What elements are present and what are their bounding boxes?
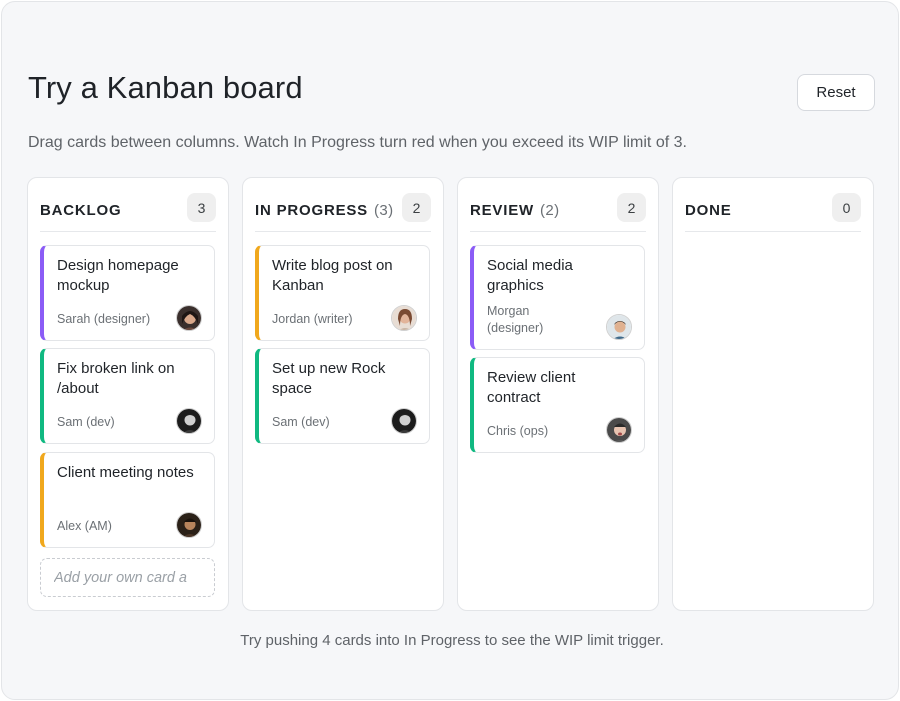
column-title: IN PROGRESS: [255, 202, 368, 219]
card-title: Set up new Rock space: [272, 360, 386, 397]
column-header: REVIEW (2) 2: [470, 190, 646, 232]
avatar-man-icon: [176, 512, 202, 538]
card-owner: Sarah (designer): [57, 312, 151, 326]
avatar-man-icon: [391, 408, 417, 434]
column-done[interactable]: DONE 0: [672, 177, 874, 611]
column-header: IN PROGRESS (3) 2: [255, 190, 431, 232]
page-title: Try a Kanban board: [28, 70, 303, 105]
kanban-card[interactable]: Design homepage mockup Sarah (designer): [40, 245, 215, 341]
add-card-input[interactable]: [40, 558, 215, 597]
card-title: Fix broken link on /about: [57, 360, 175, 397]
kanban-card[interactable]: Write blog post on Kanban Jordan (writer…: [255, 245, 430, 341]
column-title: DONE: [685, 202, 732, 219]
card-title: Client meeting notes: [57, 464, 194, 481]
card-owner: Alex (AM): [57, 519, 112, 533]
column-header: BACKLOG 3: [40, 190, 216, 232]
column-wip-limit: (3): [374, 202, 394, 219]
card-owner: Sam (dev): [57, 415, 115, 429]
kanban-card[interactable]: Social media graphics Morgan (designer): [470, 245, 645, 350]
avatar-woman-icon: [391, 305, 417, 331]
card-title: Social media graphics: [487, 257, 573, 294]
card-owner: Sam (dev): [272, 415, 330, 429]
footer-hint: Try pushing 4 cards into In Progress to …: [240, 632, 664, 649]
avatar-man-icon: [606, 417, 632, 443]
card-owner: Jordan (writer): [272, 312, 353, 326]
column-count-badge: 2: [402, 193, 431, 222]
card-owner: Chris (ops): [487, 424, 549, 438]
column-header: DONE 0: [685, 190, 861, 232]
card-title: Write blog post on Kanban: [272, 257, 393, 294]
reset-button[interactable]: Reset: [797, 74, 875, 111]
avatar-man-icon: [606, 314, 632, 340]
column-backlog[interactable]: BACKLOG 3 Design homepage mockup Sarah (…: [27, 177, 229, 611]
column-wip-limit: (2): [539, 202, 560, 219]
column-title: REVIEW: [470, 202, 534, 219]
card-title: Design homepage mockup: [57, 257, 179, 294]
card-owner: Morgan (designer): [487, 304, 544, 335]
column-count-badge: 3: [187, 193, 216, 222]
kanban-card[interactable]: Review client contract Chris (ops): [470, 357, 645, 453]
kanban-card[interactable]: Client meeting notes Alex (AM): [40, 452, 215, 548]
avatar-man-icon: [176, 408, 202, 434]
column-title: BACKLOG: [40, 202, 122, 219]
kanban-card[interactable]: Fix broken link on /about Sam (dev): [40, 348, 215, 444]
column-count-badge: 2: [617, 193, 646, 222]
column-review[interactable]: REVIEW (2) 2 Social media graphics Morga…: [457, 177, 659, 611]
card-title: Review client contract: [487, 369, 576, 406]
column-count-badge: 0: [832, 193, 861, 222]
page-subtitle: Drag cards between columns. Watch In Pro…: [28, 134, 687, 151]
avatar-woman-icon: [176, 305, 202, 331]
column-in-progress[interactable]: IN PROGRESS (3) 2 Write blog post on Kan…: [242, 177, 444, 611]
kanban-card[interactable]: Set up new Rock space Sam (dev): [255, 348, 430, 444]
